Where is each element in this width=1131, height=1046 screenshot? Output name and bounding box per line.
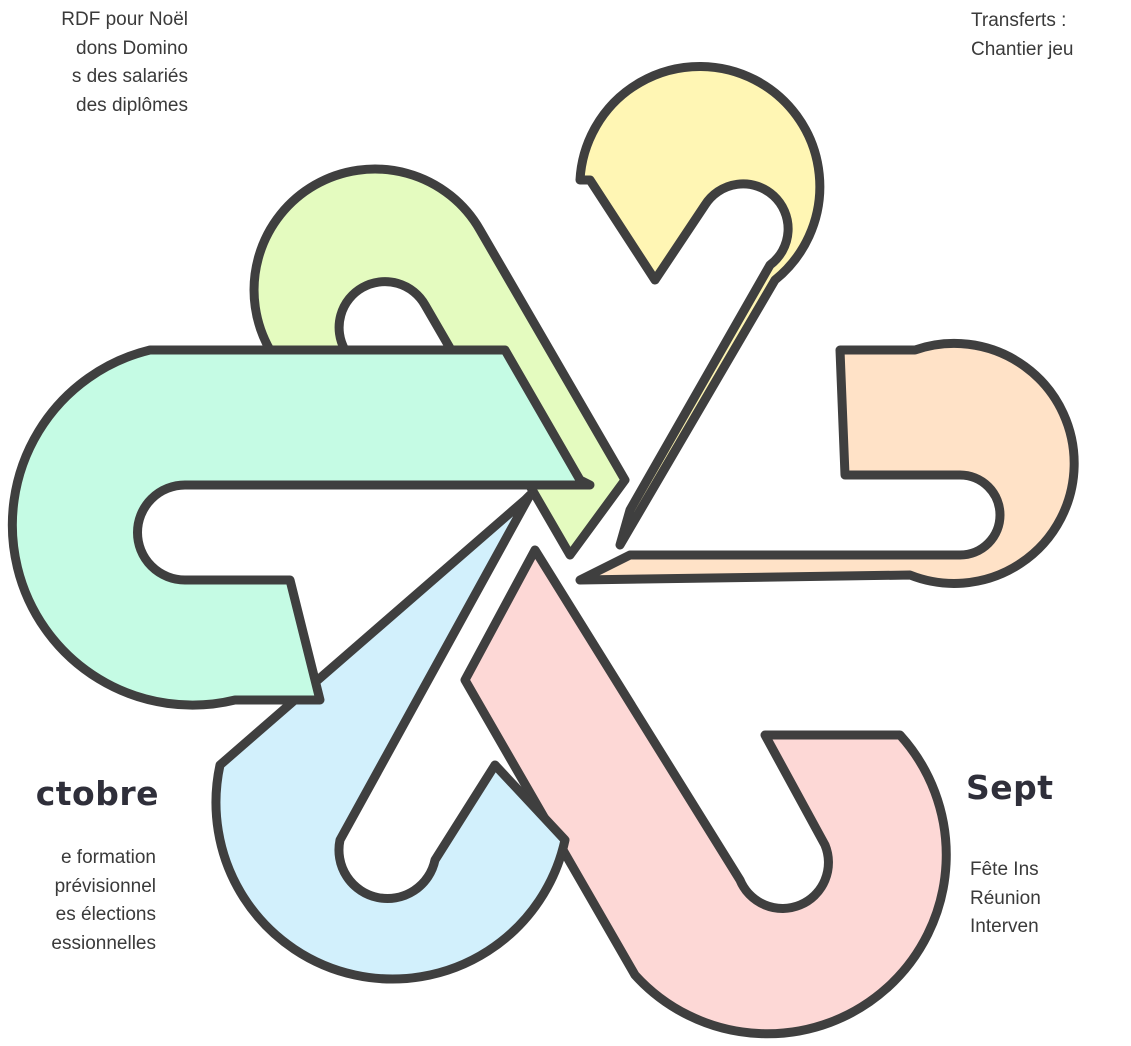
text-line: des diplômes [76,94,188,116]
text-line: Fête Ins [970,859,1039,880]
top-left-text-block: RDF pour Noël dons Domino s des salariés… [61,6,188,120]
text-line: s des salariés [71,66,188,87]
top-right-text-block: Transferts : Chantier jeu [971,7,1073,64]
text-line: essionnelles [51,932,156,954]
text-line: dons Domino [76,37,188,59]
loop-orange [575,338,1079,588]
text-line: Interven [970,916,1039,937]
text-line: RDF pour Noël [61,9,188,30]
text-line: prévisionnel [54,875,156,897]
text-line: Chantier jeu [971,38,1074,60]
text-line: es élections [55,904,156,925]
text-line: Transferts : [971,10,1067,31]
loop-mint [7,345,595,710]
text-line: e formation [60,847,156,868]
month-heading-octobre: ctobre [35,774,159,813]
loop-blue [211,490,570,984]
text-line: Réunion [970,887,1041,909]
loop-pink [460,545,951,1039]
loop-yellow [575,61,825,550]
bottom-left-text-block: e formation prévisionnel es élections es… [51,844,156,958]
bottom-right-text-block: Fête Ins Réunion Interven [970,856,1041,942]
month-heading-septembre: Sept [966,768,1054,807]
